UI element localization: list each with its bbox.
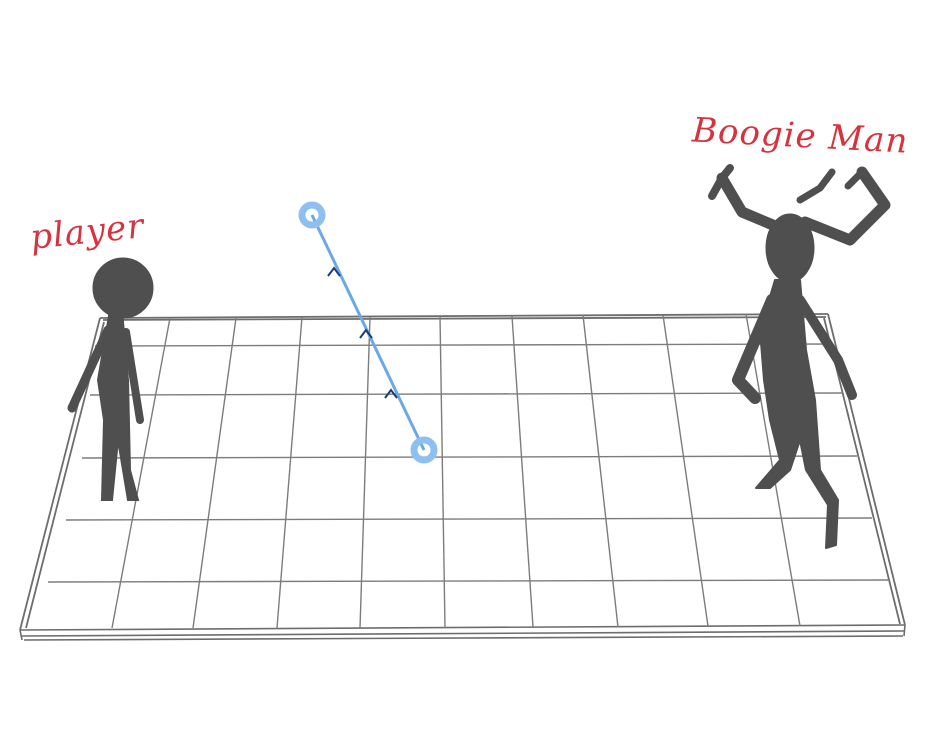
path-arrow-icon: [384, 388, 398, 399]
path-arrow-icon: [327, 266, 341, 277]
path-start-handle[interactable]: [298, 201, 326, 229]
board-grid-rows: [47, 343, 889, 583]
movement-path: [298, 201, 438, 464]
board-grid-columns: [111, 313, 801, 629]
boogie-man-figure: [708, 164, 891, 549]
path-arrow-icon: [359, 328, 373, 339]
player-figure: [67, 257, 154, 501]
board-base: [19, 624, 906, 641]
path-end-handle[interactable]: [410, 436, 438, 464]
